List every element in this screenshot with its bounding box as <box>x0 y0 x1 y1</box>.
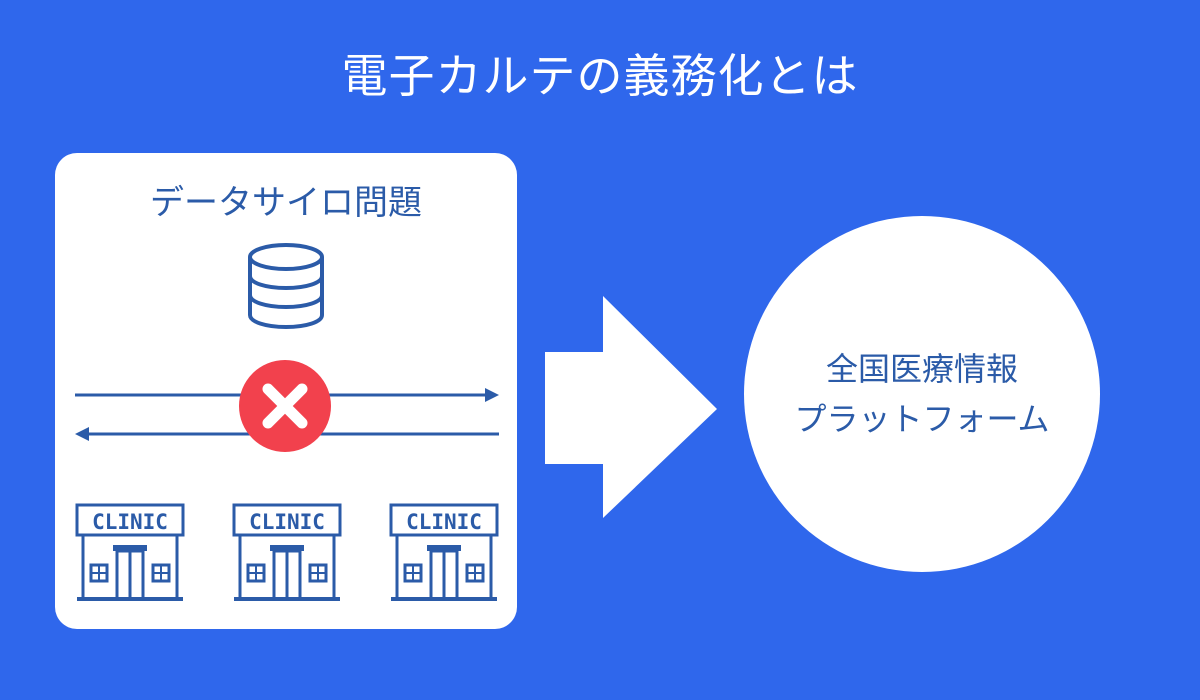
clinic-icon: CLINIC <box>389 503 499 601</box>
panel-title: データサイロ問題 <box>150 183 422 223</box>
page-title: 電子カルテの義務化とは <box>341 49 859 103</box>
clinic-icon: CLINIC <box>232 503 342 601</box>
clinic-icon: CLINIC <box>75 503 185 601</box>
data-silo-panel: データサイロ問題 CLINIC <box>55 153 517 629</box>
database-icon <box>248 243 324 330</box>
blocked-x-icon <box>239 360 331 452</box>
platform-label: 全国医療情報 プラットフォーム <box>744 344 1100 444</box>
transition-arrow-icon <box>545 296 717 518</box>
platform-circle: 全国医療情報 プラットフォーム <box>744 216 1100 572</box>
platform-label-line1: 全国医療情報 <box>825 350 1018 388</box>
clinic-label: CLINIC <box>249 510 325 534</box>
clinic-label: CLINIC <box>406 510 482 534</box>
platform-label-line2: プラットフォーム <box>794 400 1050 438</box>
clinic-label: CLINIC <box>92 510 168 534</box>
